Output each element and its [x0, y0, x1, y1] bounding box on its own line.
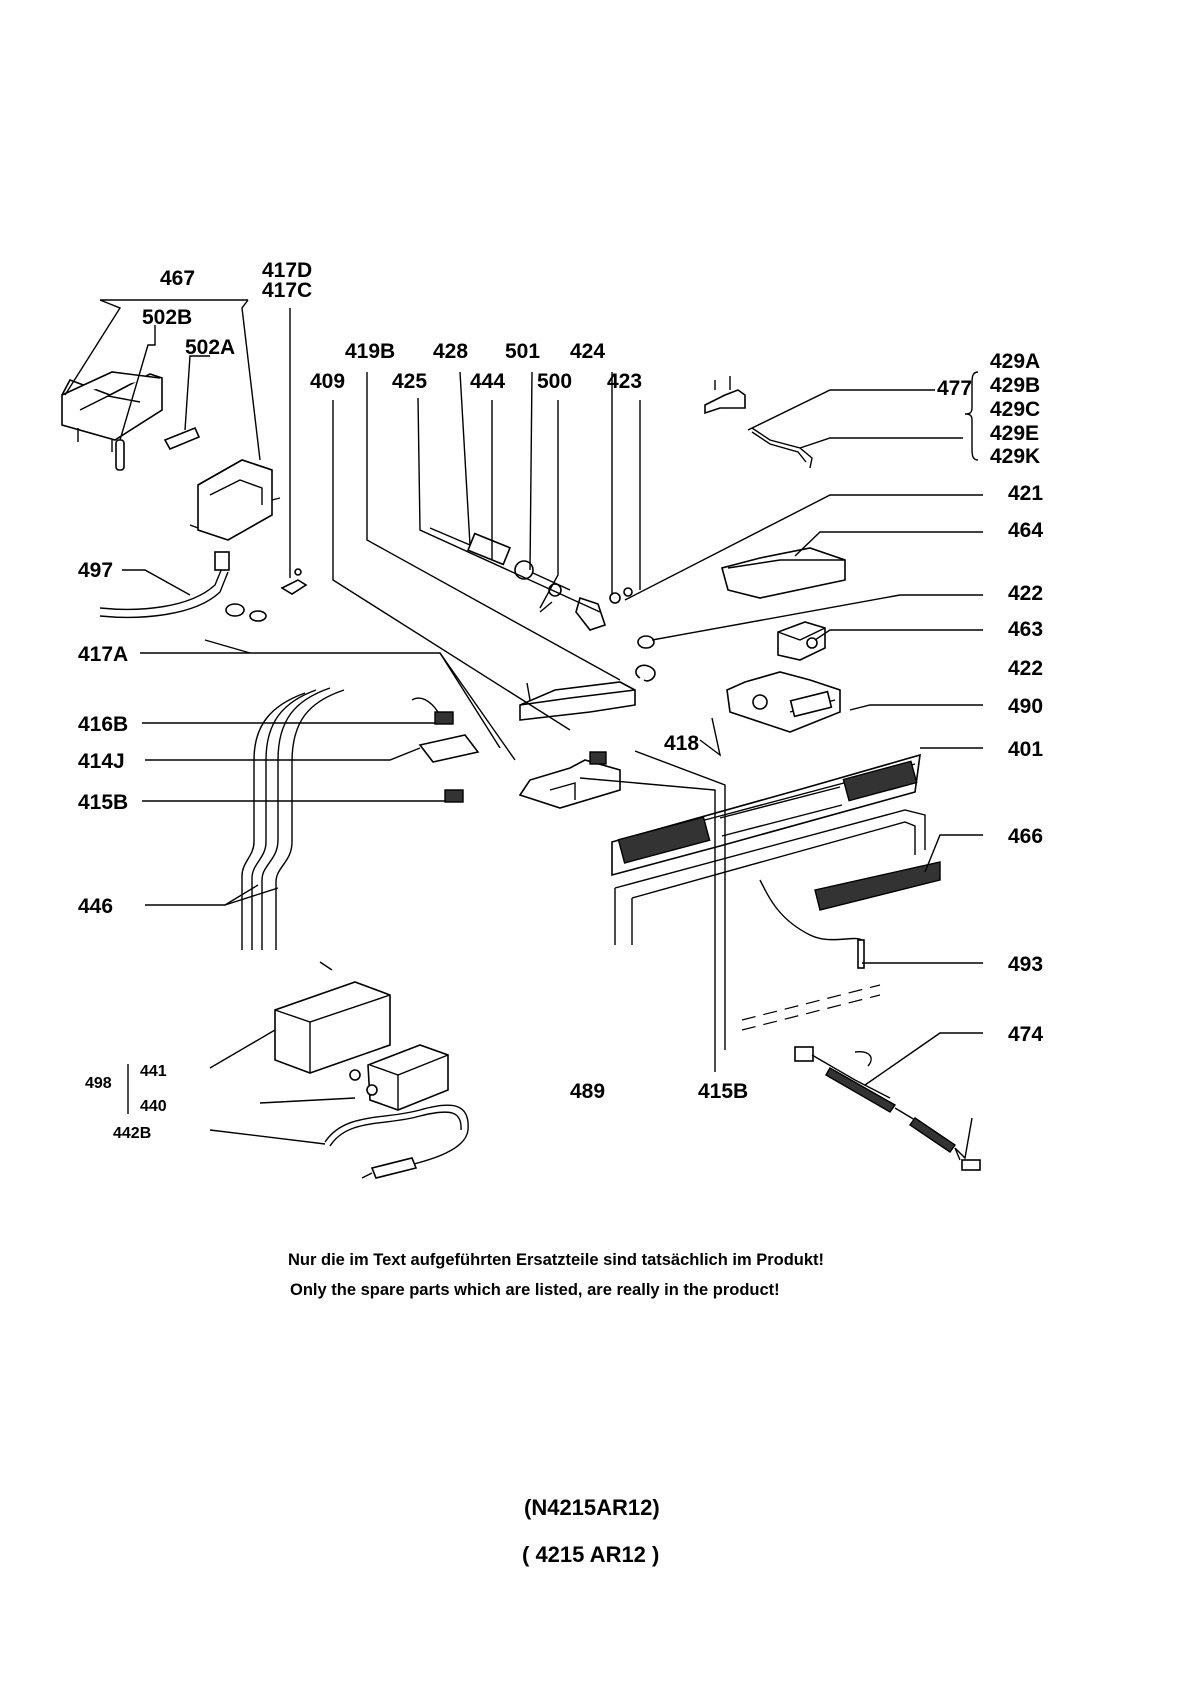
label-446: 446 [78, 895, 113, 918]
part-489-bracket [518, 751, 621, 809]
part-417A-ring [225, 603, 267, 622]
rear-detail [741, 984, 881, 1031]
label-441: 441 [140, 1063, 167, 1080]
label-440: 440 [140, 1098, 167, 1115]
label-418: 418 [664, 732, 699, 755]
part-467-box [189, 459, 281, 541]
note-english: Only the spare parts which are listed, a… [290, 1281, 780, 1299]
part-493-sensor [759, 879, 865, 969]
label-417A: 417A [78, 643, 128, 666]
part-463-switch [777, 621, 826, 661]
part-415B-connector-left [444, 789, 464, 803]
label-493: 493 [1008, 953, 1043, 976]
label-442B: 442B [113, 1125, 151, 1142]
label-401: 401 [1008, 738, 1043, 761]
label-422-upper: 422 [1008, 582, 1043, 605]
note-german: Nur die im Text aufgeführten Ersatzteile… [288, 1251, 824, 1269]
part-477-bracket [704, 376, 813, 469]
label-425: 425 [392, 370, 427, 393]
label-417C: 417C [262, 279, 312, 302]
label-502B: 502B [142, 306, 192, 329]
label-429C: 429C [990, 398, 1040, 421]
part-466-display [814, 861, 941, 911]
label-497: 497 [78, 559, 113, 582]
part-502A-pin [163, 426, 201, 451]
label-424: 424 [570, 340, 605, 363]
part-490-holder [726, 671, 841, 733]
label-415B-left: 415B [78, 791, 128, 814]
model-identifiers: (N4215AR12) ( 4215 AR12 ) [522, 1495, 660, 1567]
part-497-cable [99, 551, 230, 619]
leader-lines [64, 299, 983, 1145]
model-code-secondary: ( 4215 AR12 ) [522, 1542, 659, 1567]
label-463: 463 [1008, 618, 1043, 641]
part-442B-thermocouple [324, 1104, 469, 1179]
part-labels: 467 417D 417C 502B 502A 419B 428 501 424… [78, 259, 1043, 1142]
part-417D-clip [280, 568, 308, 595]
model-code-primary: (N4215AR12) [524, 1495, 660, 1520]
label-429K: 429K [990, 445, 1040, 468]
cabinet-frame [614, 809, 926, 945]
label-428: 428 [433, 340, 468, 363]
part-416B-connector [411, 697, 454, 725]
part-467-housing [61, 371, 163, 452]
label-467: 467 [160, 267, 195, 290]
part-441-box [274, 961, 391, 1074]
label-444: 444 [470, 370, 505, 393]
part-401-panel [611, 753, 921, 877]
part-464-cover [721, 547, 846, 599]
label-498: 498 [85, 1075, 112, 1092]
label-464: 464 [1008, 519, 1043, 542]
part-414J-plate [418, 734, 480, 763]
label-423: 423 [607, 370, 642, 393]
label-414J: 414J [78, 750, 125, 773]
label-501: 501 [505, 340, 540, 363]
part-440-box [349, 1044, 449, 1111]
label-429B: 429B [990, 374, 1040, 397]
label-490: 490 [1008, 695, 1043, 718]
label-474: 474 [1008, 1023, 1043, 1046]
part-valve-assembly [429, 527, 656, 682]
part-446-tubes [241, 687, 345, 950]
part-409-cover [519, 681, 636, 721]
label-419B: 419B [345, 340, 395, 363]
label-417D: 417D [262, 259, 312, 282]
notes: Nur die im Text aufgeführten Ersatzteile… [288, 1251, 824, 1299]
label-braces [127, 371, 979, 1114]
label-500: 500 [537, 370, 572, 393]
label-477: 477 [937, 377, 972, 400]
label-429A: 429A [990, 350, 1040, 373]
label-409: 409 [310, 370, 345, 393]
label-466: 466 [1008, 825, 1043, 848]
label-415B-right: 415B [698, 1080, 748, 1103]
label-429E: 429E [990, 422, 1039, 445]
part-502B-pin [115, 439, 125, 471]
label-502A: 502A [185, 336, 235, 359]
part-drawings [61, 371, 981, 1179]
label-422-lower: 422 [1008, 657, 1043, 680]
label-489: 489 [570, 1080, 605, 1103]
label-416B: 416B [78, 713, 128, 736]
label-421: 421 [1008, 482, 1043, 505]
part-474-cable [794, 1046, 981, 1171]
